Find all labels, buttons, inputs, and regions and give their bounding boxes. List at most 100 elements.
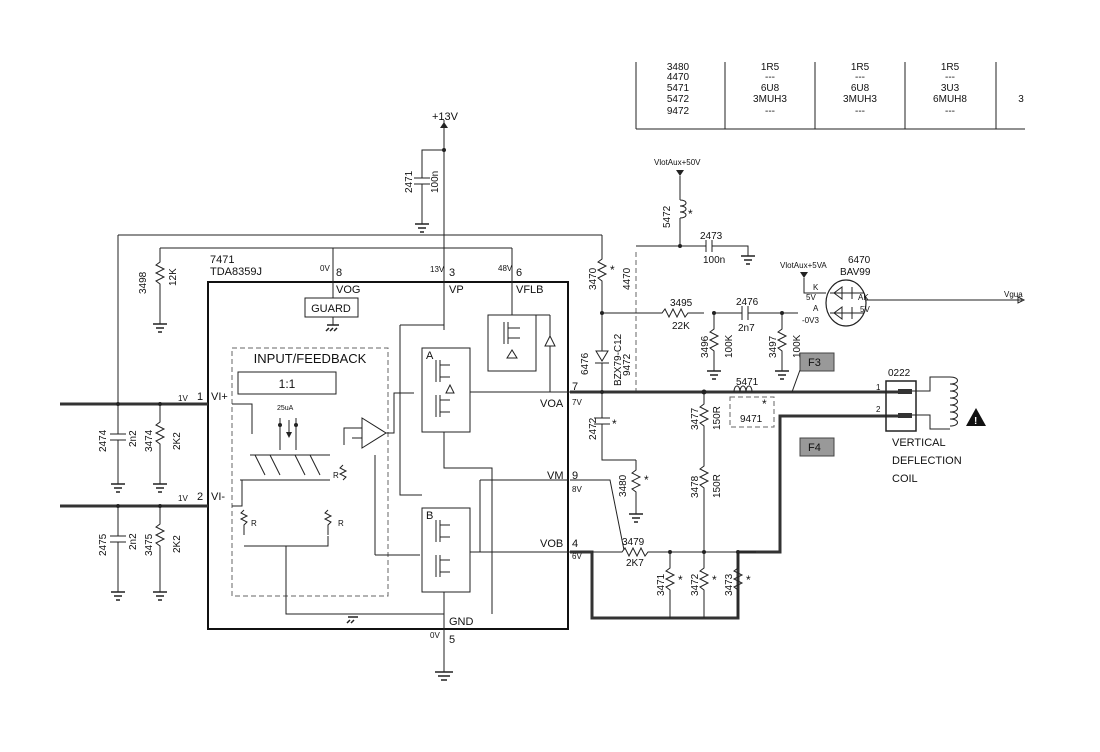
c2474-value: 2n2 (128, 430, 139, 447)
resistor-r-label: R (338, 519, 344, 528)
supply-13v: +13V (432, 111, 459, 123)
table-cell: 5472 (667, 94, 690, 105)
z6476-ref: 6476 (580, 352, 591, 375)
pin-vflb-name: VFLB (516, 284, 544, 296)
r3479-value: 2K7 (626, 558, 644, 569)
f3-label: F3 (808, 357, 821, 369)
r3478-value: 150R (712, 474, 723, 498)
pin-vog-voltage: 0V (320, 264, 330, 273)
output-stage-b (421, 507, 471, 593)
f4-tag (799, 437, 835, 457)
c2471-ref: 2471 (404, 170, 415, 193)
r3477-value: 150R (712, 406, 723, 430)
opamp-symbol (361, 417, 387, 449)
table-cell: 3MUH3 (753, 94, 787, 105)
x9472-ref: 9472 (622, 353, 633, 376)
stage-a-label: A (426, 350, 434, 362)
pin-vp-name: VP (449, 284, 464, 296)
l5472-star: * (688, 207, 693, 221)
deflection-coil-symbol (949, 376, 958, 427)
table-cell: 1R5 (941, 62, 960, 73)
l9471-dashed (729, 396, 775, 428)
table-cell: --- (945, 106, 955, 117)
pin-viminus-number: 2 (197, 491, 203, 503)
pin-viplus-name: VI+ (211, 391, 228, 403)
pin-gnd-name: GND (449, 616, 474, 628)
parts-table: 3480 1R5 1R5 1R5 4470 --- --- --- 5471 6… (635, 62, 1025, 130)
pin-voa-number: 7 (572, 381, 578, 393)
r3470-star: * (610, 263, 615, 277)
c2471-value: 100n (430, 171, 441, 193)
r3480-ref: 3480 (618, 474, 629, 497)
table-cell: 3U3 (941, 83, 960, 94)
r3472-star: * (712, 573, 717, 587)
c2474-ref: 2474 (98, 429, 109, 452)
table-cell: 1R5 (851, 62, 870, 73)
pin-vm-voltage: 8V (572, 485, 582, 494)
r3498-ref: 3498 (138, 271, 149, 294)
table-cell: --- (855, 106, 865, 117)
table-cell: 6U8 (851, 83, 870, 94)
c2473-ref: 2473 (700, 231, 723, 242)
c2472-star: * (612, 417, 617, 431)
stage-b-label: B (426, 510, 433, 522)
pin-gnd-number: 5 (449, 634, 455, 646)
r3475-ref: 3475 (144, 533, 155, 556)
d6470-a: A (813, 304, 819, 313)
pin-voa-voltage: 7V (572, 398, 582, 407)
table-cell: 3MUH3 (843, 94, 877, 105)
pin-gnd-voltage: 0V (430, 631, 440, 640)
f3-tag (799, 352, 835, 372)
pin-vp-voltage: 13V (430, 265, 445, 274)
flyback-switch (487, 314, 537, 372)
output-stage-a (421, 347, 471, 433)
d6470-neg: -0V3 (802, 316, 819, 325)
guard-label: GUARD (311, 303, 351, 315)
table-cell: 3480 (667, 62, 690, 73)
z6476-value: BZX79-C12 (613, 333, 624, 386)
r3474-value: 2K2 (172, 432, 183, 450)
d6470-ak: AK (858, 293, 869, 302)
d6470-k: K (813, 283, 819, 292)
ratio-label: 1:1 (279, 377, 296, 391)
d6470-5v: 5V (806, 293, 816, 302)
c2472-ref: 2472 (588, 417, 599, 440)
r3497-value: 100K (792, 334, 803, 358)
coil-label-line1: VERTICAL (892, 437, 946, 449)
d6470-5v: 5V (860, 305, 870, 314)
r3479-ref: 3479 (622, 537, 645, 548)
pin-vflb-number: 6 (516, 267, 522, 279)
pin-viminus-name: VI- (211, 491, 225, 503)
warning-icon (966, 408, 986, 426)
pin-viplus-voltage: 1V (178, 394, 188, 403)
r4470-ref: 4470 (622, 267, 633, 290)
resistor-r-label: R (251, 519, 257, 528)
pin-vob-voltage: 6V (572, 552, 582, 561)
warning-mark: ! (974, 416, 977, 427)
table-cell: 9472 (667, 106, 690, 117)
pin-vog-number: 8 (336, 267, 342, 279)
ground-symbol (435, 671, 453, 681)
r3474-ref: 3474 (144, 429, 155, 452)
l5472-ref: 5472 (662, 205, 673, 228)
r3478-ref: 3478 (690, 475, 701, 498)
table-cell: 3 (1018, 94, 1024, 105)
pin-vp-number: 3 (449, 267, 455, 279)
pin-vob-name: VOB (540, 538, 563, 550)
pin-vob-number: 4 (572, 538, 578, 550)
d6470-package (825, 279, 867, 327)
guard-box (304, 297, 359, 318)
l5471-ref: 5471 (736, 377, 759, 388)
r3495-value: 22K (672, 321, 690, 332)
d6470-value: BAV99 (840, 267, 871, 278)
pin-vflb-voltage: 48V (498, 264, 513, 273)
c2476-ref: 2476 (736, 297, 759, 308)
table-cell: 4470 (667, 72, 690, 83)
connector-pin-1: 1 (876, 383, 881, 392)
connector-ref: 0222 (888, 368, 911, 379)
r3471-star: * (678, 573, 683, 587)
f4-label: F4 (808, 442, 821, 454)
pin-vm-number: 9 (572, 470, 578, 482)
r3473-star: * (746, 573, 751, 587)
l9471-ref: 9471 (740, 414, 763, 425)
